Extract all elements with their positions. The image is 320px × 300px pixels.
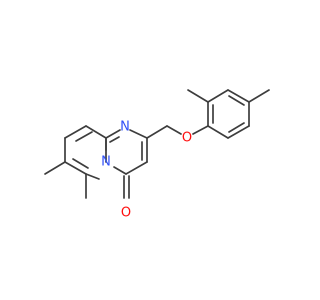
structure-diagram: N N O O: [44, 89, 270, 221]
bond-layer: [44, 89, 270, 199]
atom-labels: N N O O: [101, 120, 192, 221]
bond: [105, 129, 121, 139]
bond: [248, 89, 270, 103]
bond: [228, 122, 245, 133]
bond: [85, 125, 107, 139]
bond: [187, 89, 209, 103]
bond: [207, 89, 229, 103]
bond: [44, 161, 66, 175]
oxygen-label: O: [121, 206, 131, 221]
bond: [109, 136, 120, 143]
bond: [227, 125, 250, 139]
bond: [207, 125, 229, 139]
bond: [129, 129, 148, 139]
bond: [166, 125, 182, 135]
bond: [64, 161, 87, 175]
oxygen-label: O: [182, 131, 192, 146]
bond: [227, 89, 250, 103]
bond: [113, 166, 127, 175]
molecule-canvas: N N O O: [44, 89, 270, 221]
bond: [75, 131, 93, 142]
nitrogen-label: N: [120, 120, 130, 135]
nitrogen-label: N: [101, 155, 111, 170]
bond: [125, 161, 148, 175]
bond: [64, 125, 87, 139]
bond: [72, 158, 89, 169]
bond: [228, 95, 245, 106]
bond: [146, 125, 168, 139]
bond: [85, 173, 100, 180]
bond: [192, 125, 209, 135]
